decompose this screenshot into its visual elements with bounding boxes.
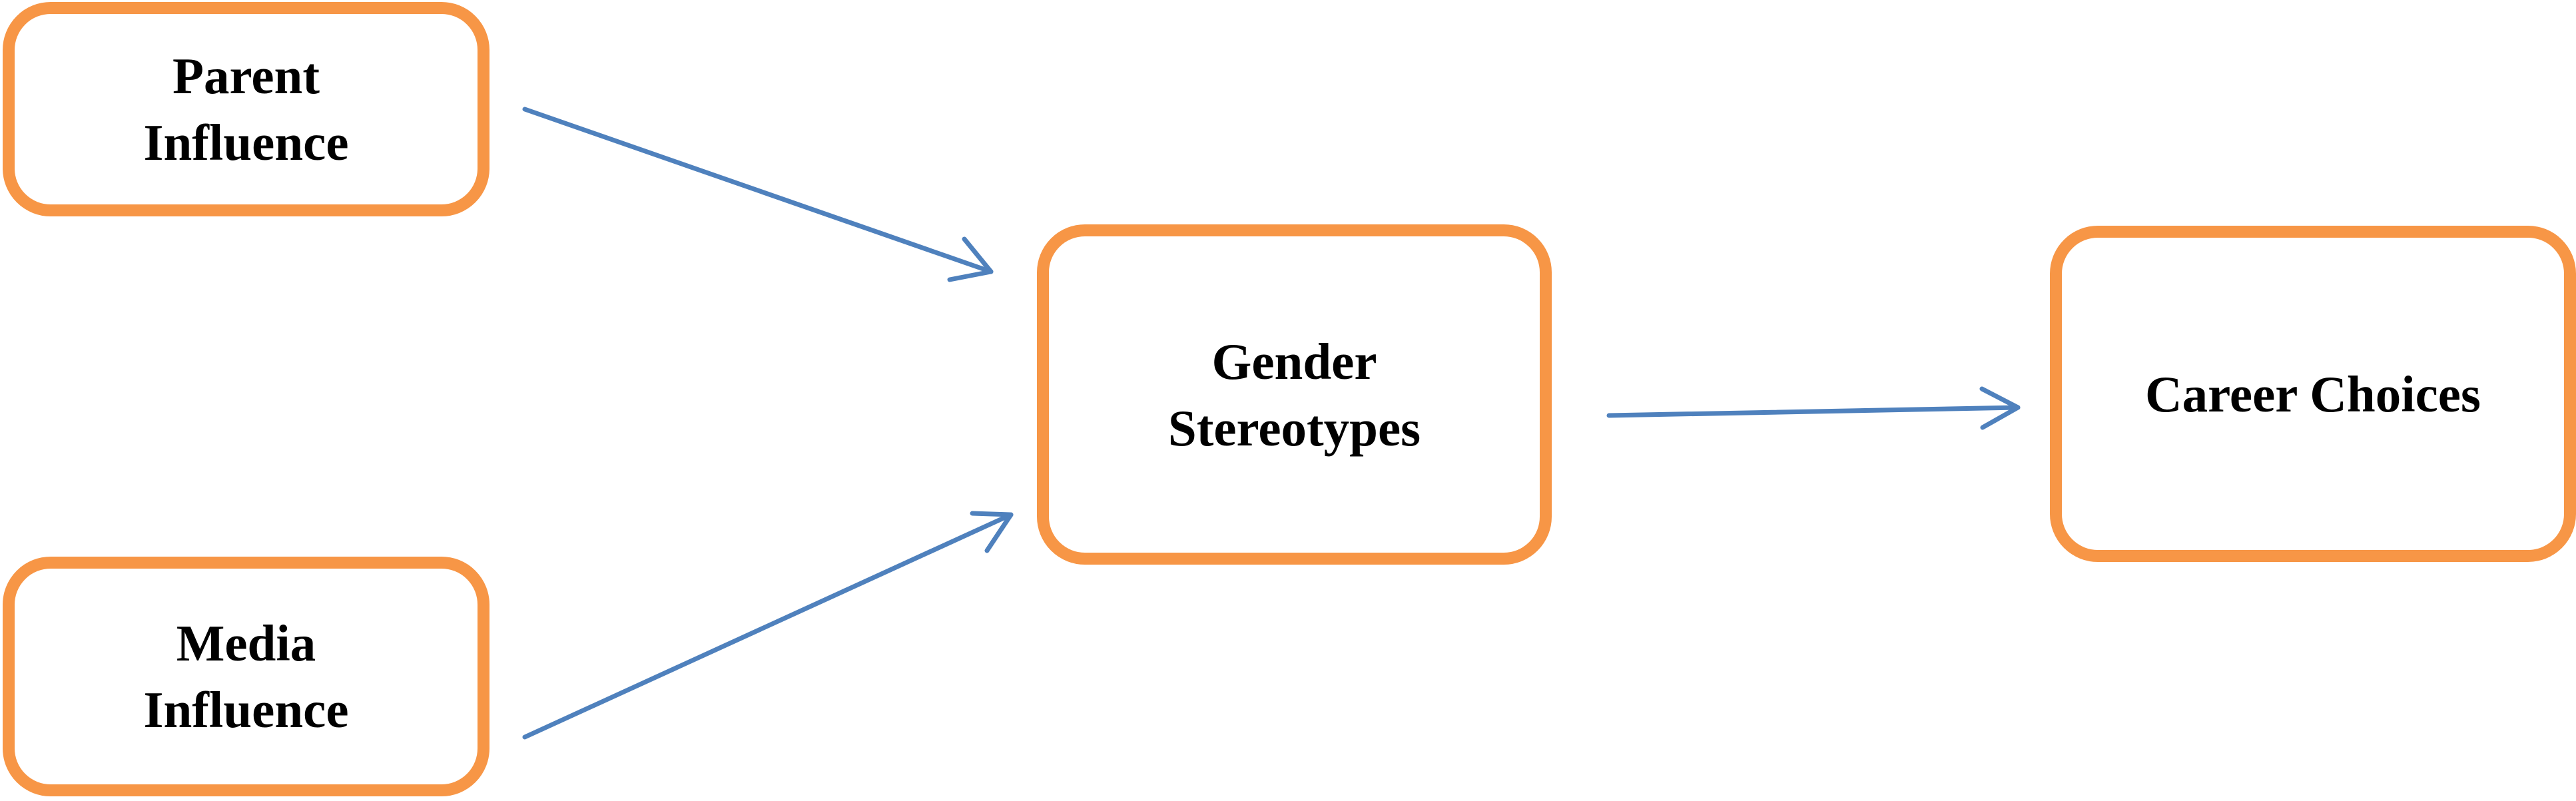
node-parent-influence: Parent Influence — [3, 2, 489, 216]
node-media-influence: Media Influence — [3, 557, 489, 796]
arrow-media-to-gender — [522, 511, 1014, 740]
node-label: Media Influence — [143, 615, 349, 738]
node-gender-stereotypes: Gender Stereotypes — [1037, 224, 1552, 565]
node-career-choices: Career Choices — [2050, 226, 2576, 562]
arrow-parent-to-gender — [522, 107, 994, 282]
node-label: Career Choices — [2145, 365, 2481, 423]
node-label: Parent Influence — [143, 47, 349, 171]
arrow-gender-to-career — [1606, 386, 2021, 430]
node-label: Gender Stereotypes — [1167, 332, 1421, 457]
